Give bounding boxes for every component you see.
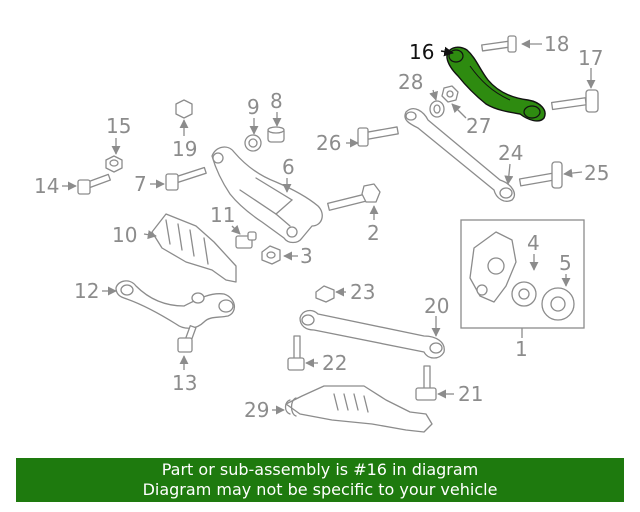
callout-5[interactable]: 5 — [559, 251, 572, 275]
callout-13[interactable]: 13 — [172, 371, 197, 395]
part-8-bushing[interactable] — [267, 126, 285, 143]
banner-line-2: Diagram may not be specific to your vehi… — [142, 480, 498, 499]
part-12-lower-arm[interactable] — [115, 280, 235, 329]
part-29-bracket[interactable] — [284, 385, 433, 433]
callout-27[interactable]: 27 — [466, 114, 491, 138]
callout-22[interactable]: 22 — [322, 351, 347, 375]
callout-25[interactable]: 25 — [584, 161, 609, 185]
banner-line-1: Part or sub-assembly is #16 in diagram — [161, 460, 479, 479]
callout-8[interactable]: 8 — [270, 89, 283, 113]
callout-7[interactable]: 7 — [134, 172, 147, 196]
part-13-bolt[interactable] — [177, 325, 197, 353]
part-3-nut[interactable] — [261, 245, 281, 265]
leader-lines — [62, 39, 596, 415]
part-18-bolt[interactable] — [481, 35, 517, 53]
callout-19[interactable]: 19 — [172, 137, 197, 161]
callout-labels: 16 18 17 28 27 24 25 26 8 9 19 15 14 7 6… — [34, 32, 609, 422]
part-20-link[interactable] — [299, 309, 445, 359]
callout-29[interactable]: 29 — [244, 398, 269, 422]
part-1-knuckle-assembly[interactable] — [460, 219, 585, 329]
callout-1[interactable]: 1 — [515, 337, 528, 361]
part-24-link-arm[interactable] — [404, 108, 515, 202]
part-27-nut[interactable] — [441, 85, 459, 103]
callout-17[interactable]: 17 — [578, 46, 603, 70]
callout-12[interactable]: 12 — [74, 279, 99, 303]
part-2-bolt[interactable] — [327, 183, 381, 211]
part-28-washer[interactable] — [429, 100, 445, 118]
callout-26[interactable]: 26 — [316, 131, 341, 155]
part-11-bolt[interactable] — [235, 231, 257, 249]
callout-18[interactable]: 18 — [544, 32, 569, 56]
part-14-bolt[interactable] — [77, 173, 112, 195]
part-21-bolt[interactable] — [415, 365, 437, 401]
callout-23[interactable]: 23 — [350, 280, 375, 304]
part-9-washer[interactable] — [244, 134, 262, 152]
callout-9[interactable]: 9 — [247, 95, 260, 119]
callout-16[interactable]: 16 — [409, 40, 434, 64]
callout-20[interactable]: 20 — [424, 294, 449, 318]
part-22-bolt[interactable] — [287, 335, 305, 371]
part-15-nut[interactable] — [105, 155, 123, 173]
part-19-nut[interactable] — [175, 99, 193, 119]
callout-6[interactable]: 6 — [282, 155, 295, 179]
callout-14[interactable]: 14 — [34, 174, 59, 198]
part-6-bracket[interactable] — [211, 146, 323, 244]
part-26-bolt[interactable] — [357, 126, 399, 147]
callout-10[interactable]: 10 — [112, 223, 137, 247]
callout-24[interactable]: 24 — [498, 141, 523, 165]
part-10-shield[interactable] — [151, 213, 237, 283]
part-7-bolt[interactable] — [165, 166, 207, 191]
callout-3[interactable]: 3 — [300, 244, 313, 268]
part-16-control-arm[interactable] — [446, 46, 546, 122]
callout-21[interactable]: 21 — [458, 382, 483, 406]
part-23-nut[interactable] — [315, 285, 335, 303]
callout-15[interactable]: 15 — [106, 114, 131, 138]
part-25-bolt[interactable] — [518, 161, 563, 189]
part-17-bolt[interactable] — [550, 89, 599, 113]
callout-11[interactable]: 11 — [210, 203, 235, 227]
callout-4[interactable]: 4 — [527, 231, 540, 255]
info-banner: Part or sub-assembly is #16 in diagram D… — [16, 458, 624, 502]
callout-28[interactable]: 28 — [398, 70, 423, 94]
callout-2[interactable]: 2 — [367, 221, 380, 245]
